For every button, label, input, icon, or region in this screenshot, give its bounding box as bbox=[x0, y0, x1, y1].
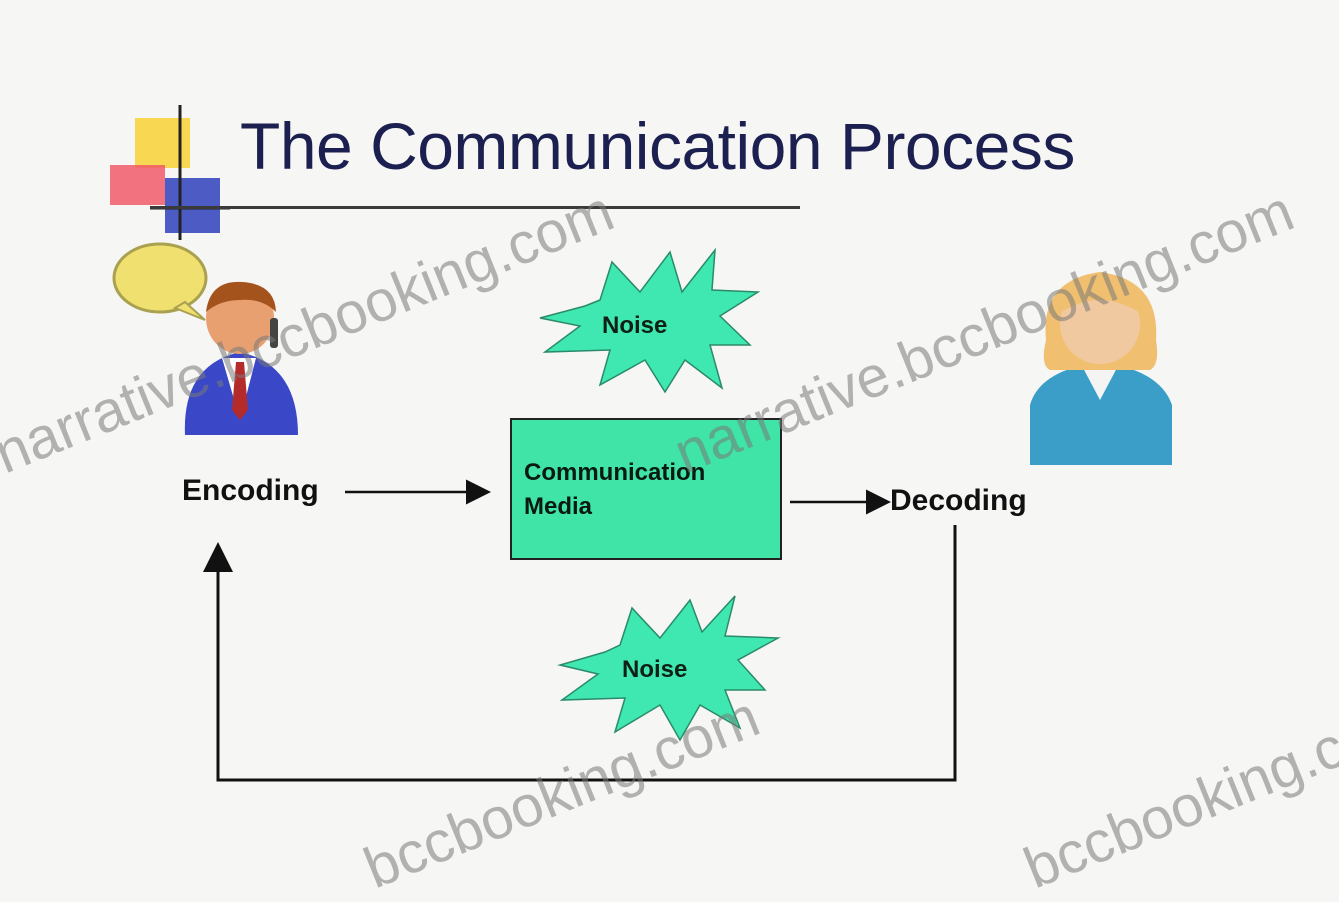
media-line-1: Communication bbox=[524, 459, 706, 486]
communication-media-box: Communication Media bbox=[510, 418, 782, 560]
noise-top-label: Noise bbox=[602, 312, 668, 339]
speaker-person-icon bbox=[112, 242, 298, 435]
feedback-loop bbox=[203, 525, 957, 782]
speech-bubble-icon bbox=[112, 242, 208, 321]
noise-bottom-burst bbox=[557, 595, 781, 742]
communication-media-label: Communication Media bbox=[524, 456, 705, 524]
title-underline bbox=[150, 206, 800, 209]
decoding-label: Decoding bbox=[890, 484, 1027, 517]
media-line-2: Media bbox=[524, 493, 593, 520]
slide-title: The Communication Process bbox=[240, 109, 1075, 183]
noise-bottom-label: Noise bbox=[622, 656, 688, 683]
diagram-shapes bbox=[203, 247, 957, 782]
listener-person-icon bbox=[1030, 272, 1172, 465]
encoding-label: Encoding bbox=[182, 474, 319, 507]
noise-top-burst bbox=[539, 247, 761, 394]
slide: The Communication Process bbox=[0, 105, 1339, 901]
